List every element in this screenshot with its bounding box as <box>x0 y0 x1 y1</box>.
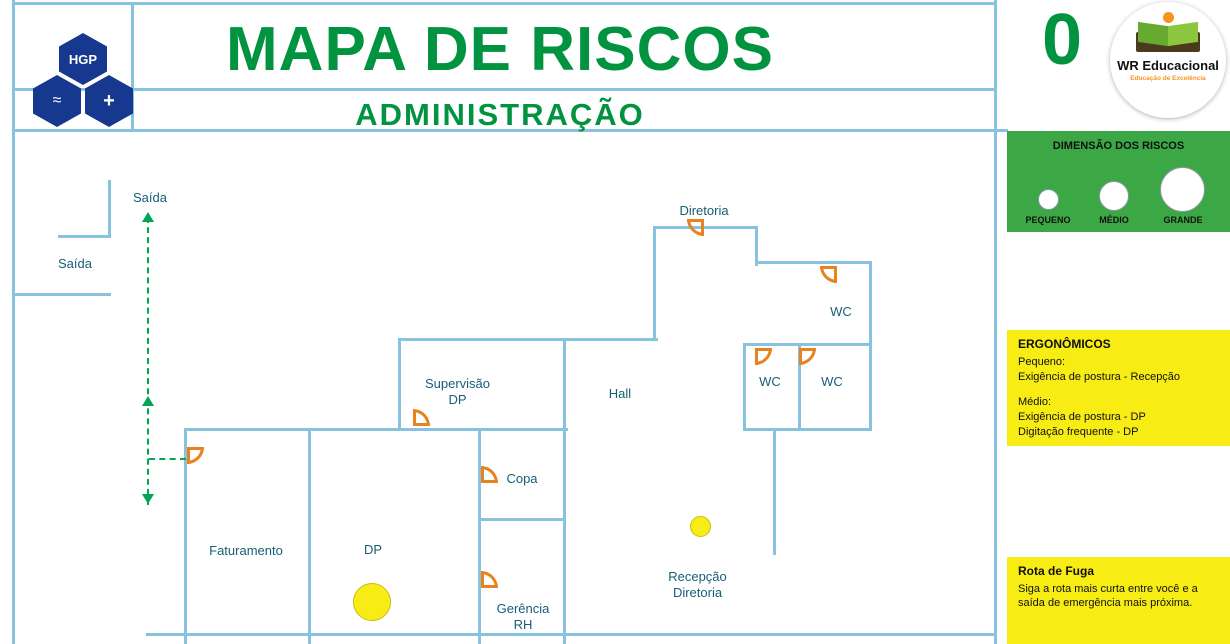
legend-escape-panel: Rota de Fuga Siga a rota mais curta entr… <box>1007 557 1230 644</box>
room-label-wc-top: WC <box>830 304 852 319</box>
room-label-diretoria: Diretoria <box>679 203 729 218</box>
hgp-logo-hexagon: HGP <box>59 33 107 85</box>
wall-segment <box>184 428 568 431</box>
room-label-wc-left: WC <box>759 374 781 389</box>
route-arrow-down-icon <box>142 494 154 504</box>
wall-segment <box>653 226 656 341</box>
wall-segment <box>755 261 872 264</box>
wall-segment <box>563 338 566 644</box>
room-label-wc-right: WC <box>821 374 843 389</box>
wall-segment <box>478 518 566 521</box>
wall-segment <box>994 0 997 644</box>
risk-size-large-icon <box>1160 167 1205 212</box>
legend-medium-label: MÉDIO <box>1099 215 1129 225</box>
hgp-medical-icon: + <box>85 75 133 127</box>
legend-dimension-title: DIMENSÃO DOS RISCOS <box>1052 140 1185 152</box>
wall-segment <box>108 180 111 238</box>
sheet-number: 0 <box>1042 0 1083 80</box>
escape-route-line <box>147 217 149 505</box>
escape-title: Rota de Fuga <box>1018 564 1095 578</box>
room-label-hall: Hall <box>608 386 632 401</box>
door-swing-icon <box>687 219 704 236</box>
wall-segment <box>398 338 658 341</box>
door-swing-icon <box>413 409 430 426</box>
wall-segment <box>12 2 995 5</box>
wall-segment <box>398 338 401 431</box>
legend-ergonomics-panel: ERGONÔMICOS Pequeno: Exigência de postur… <box>1007 330 1230 446</box>
wall-segment <box>755 226 758 266</box>
door-swing-icon <box>820 266 837 283</box>
room-label-recepcao-diretoria: Recepção Diretoria <box>668 569 727 600</box>
hgp-logo-text: HGP <box>68 51 98 67</box>
brand-name: WR Educacional <box>1117 58 1219 73</box>
wall-segment <box>12 129 1008 132</box>
ergonomics-small-item: Exigência de postura - Recepção <box>1018 371 1181 383</box>
route-arrow-up-icon <box>142 396 154 406</box>
hgp-wave-icon: ≈ <box>33 75 81 127</box>
room-label-saida-left: Saída <box>58 256 92 271</box>
wall-segment <box>478 428 481 644</box>
escape-route-line <box>149 458 186 460</box>
ergonomics-title: ERGONÔMICOS <box>1018 337 1111 351</box>
page-title: MAPA DE RISCOS <box>226 15 774 84</box>
wall-segment <box>743 343 746 431</box>
wall-segment <box>743 343 872 346</box>
ergonomics-small-heading: Pequeno: <box>1018 356 1066 368</box>
ergonomics-medium-item-1: Exigência de postura - DP <box>1018 411 1146 423</box>
door-swing-icon <box>755 348 772 365</box>
risk-size-small-icon <box>1038 189 1059 210</box>
wall-segment <box>131 2 134 131</box>
ergonomics-medium-heading: Médio: <box>1018 396 1052 408</box>
wall-segment <box>653 226 758 229</box>
hgp-logo: HGP ≈ + <box>26 33 138 131</box>
wr-educacional-logo: WR Educacional Educação de Excelência <box>1110 2 1226 118</box>
wall-segment <box>184 428 187 644</box>
ergonomics-medium-item-2: Digitação frequente - DP <box>1018 426 1139 438</box>
door-swing-icon <box>481 571 498 588</box>
wall-segment <box>12 0 15 644</box>
room-label-dp: DP <box>363 542 383 557</box>
legend-small-label: PEQUENO <box>1025 215 1071 225</box>
room-label-faturamento: Faturamento <box>209 543 283 558</box>
risk-marker-medium-dp <box>353 583 391 621</box>
door-swing-icon <box>799 348 816 365</box>
room-label-copa: Copa <box>506 471 538 486</box>
wall-segment <box>12 88 995 91</box>
wall-segment <box>743 428 872 431</box>
wall-segment <box>58 235 111 238</box>
route-arrow-up-icon <box>142 212 154 222</box>
room-label-saida-top: Saída <box>133 190 167 205</box>
wr-logo-dot-icon <box>1163 12 1174 23</box>
wall-segment <box>798 343 801 431</box>
wall-segment <box>308 428 311 644</box>
page-subtitle: ADMINISTRAÇÃO <box>355 97 645 132</box>
legend-dimension-panel: DIMENSÃO DOS RISCOS PEQUENO MÉDIO GRANDE <box>1007 131 1230 232</box>
door-swing-icon <box>481 466 498 483</box>
wall-segment <box>12 293 111 296</box>
wall-segment <box>146 633 995 636</box>
room-label-supervisao-dp: Supervisão DP <box>424 376 491 407</box>
room-label-gerencia-rh: Gerência RH <box>496 601 550 632</box>
brand-tagline: Educação de Excelência <box>1130 75 1206 82</box>
risk-marker-small-recepcao <box>690 516 711 537</box>
escape-text: Siga a rota mais curta entre você e a sa… <box>1018 583 1198 609</box>
wall-segment <box>773 428 776 555</box>
door-swing-icon <box>187 447 204 464</box>
open-book-icon <box>1136 21 1200 54</box>
legend-large-label: GRANDE <box>1163 215 1203 225</box>
wall-segment <box>869 261 872 431</box>
risk-size-medium-icon <box>1099 181 1129 211</box>
